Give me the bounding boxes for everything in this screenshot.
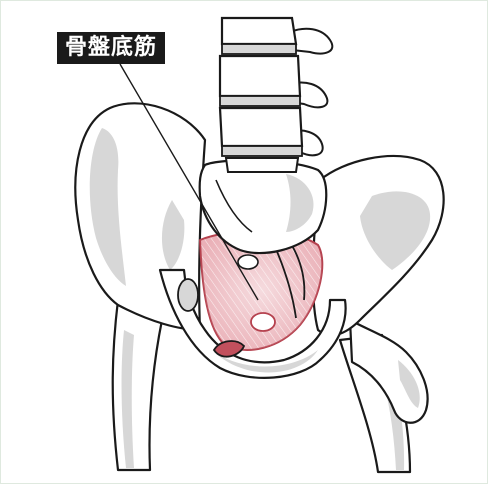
left-femur (113, 300, 162, 470)
right-femur (340, 320, 428, 472)
lumbar-spine (220, 18, 332, 172)
muscle-label: 骨盤底筋 (57, 32, 165, 64)
